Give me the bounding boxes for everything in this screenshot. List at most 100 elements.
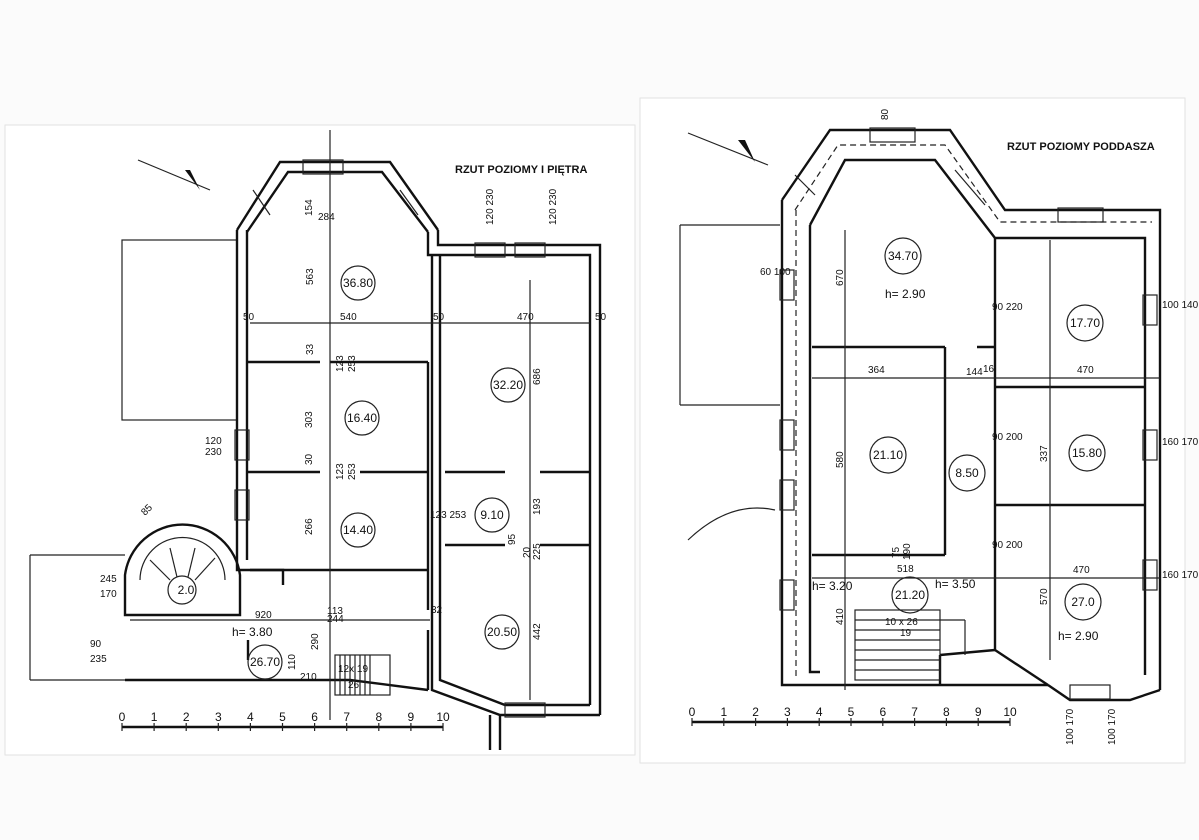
dimension-label: 337 (1039, 445, 1050, 462)
dimension-label: 32 (431, 605, 443, 616)
dimension-label: 290 (310, 633, 321, 650)
dimension-label: 95 (507, 533, 518, 545)
left-plan-title: RZUT POZIOMY I PIĘTRA (455, 164, 587, 176)
dimension-label: 253 (347, 355, 358, 372)
dimension-label: 26 (348, 680, 360, 691)
dimension-label: 100 170 (1107, 708, 1118, 745)
dimension-label: 50 (595, 312, 607, 323)
dimension-label: 570 (1039, 588, 1050, 605)
dimension-label: 113 (327, 606, 343, 617)
dimension-label: 19 (900, 628, 912, 639)
dimension-label: 266 (304, 518, 315, 535)
right-room-height-7: h= 2.90 (1058, 629, 1099, 643)
dimension-label: 580 (835, 451, 846, 468)
dimension-label: 60 100 (760, 267, 791, 278)
dimension-label: 10 x 26 (885, 617, 918, 628)
dimension-label: 210 (300, 672, 317, 683)
dimension-label: 160 170 (1162, 570, 1199, 581)
dimension-label: 30 (304, 453, 315, 465)
right-windows (779, 127, 1158, 700)
dimension-label: 123 (335, 463, 346, 480)
dimension-label: 100 140 (1162, 300, 1199, 311)
right-top-wall (781, 128, 1162, 690)
right-room-height-1: h= 2.90 (885, 287, 926, 301)
left-windows (234, 159, 546, 718)
dimension-label: 20 (522, 546, 533, 558)
dimension-label: 90 (90, 639, 102, 650)
dimension-label: 470 (1073, 565, 1090, 576)
dimension-label: 686 (532, 368, 543, 385)
scale-label: 1 (151, 710, 158, 724)
dimension-label: 123 (335, 355, 346, 372)
dimension-label: 33 (305, 343, 316, 355)
dimension-label: 540 (340, 312, 357, 323)
dimension-label: 245 (100, 574, 117, 585)
scale-label: 3 (784, 705, 791, 719)
left-bay-wall (235, 160, 439, 231)
scale-label: 7 (343, 710, 350, 724)
dimension-label: 190 (902, 543, 913, 560)
dimension-label: 50 (433, 312, 445, 323)
scale-label: 7 (911, 705, 918, 719)
left-room-area-6: 20.50 (487, 625, 517, 639)
scale-label: 0 (689, 705, 696, 719)
dimension-label: 160 170 (1162, 437, 1199, 448)
dimension-label: 920 (255, 610, 272, 621)
left-plan: RZUT POZIOMY I PIĘTRA (29, 130, 607, 750)
dimension-label: 670 (835, 269, 846, 286)
scale-label: 3 (215, 710, 222, 724)
dimension-label: 80 (880, 108, 891, 120)
spiral-staircase (123, 523, 242, 617)
scale-label: 2 (752, 705, 759, 719)
right-room-area-7: 27.0 (1071, 595, 1095, 609)
left-room-area-3: 14.40 (343, 523, 373, 537)
dimension-label: 90 200 (992, 432, 1023, 443)
left-east-wall (436, 230, 602, 715)
dimension-label: 410 (835, 608, 846, 625)
dimension-label: 253 (347, 463, 358, 480)
dimension-label: 244 (327, 614, 344, 625)
dimension-label: 16 (983, 364, 995, 375)
right-staircase (854, 609, 966, 681)
dimension-label: 90 200 (992, 540, 1023, 551)
left-height-label: h= 3.80 (232, 625, 273, 639)
north-arrow-right (687, 132, 769, 166)
scale-label: 9 (408, 710, 415, 724)
right-room-area-3: 21.10 (873, 448, 903, 462)
dimension-label: 12x 19 (338, 664, 368, 675)
dimension-label: 225 (532, 543, 543, 560)
dimension-label: 230 (205, 447, 222, 458)
left-room-area-4: 32.20 (493, 378, 523, 392)
right-height-label-2: h= 3.50 (935, 577, 976, 591)
dimension-label: 284 (318, 212, 335, 223)
left-room-area-8: 2.0 (178, 583, 195, 597)
dimension-label: 470 (1077, 365, 1094, 376)
left-room-area-5: 9.10 (480, 508, 504, 522)
scale-label: 1 (720, 705, 727, 719)
scale-label: 8 (375, 710, 382, 724)
dimension-label: 120 (205, 436, 222, 447)
dimension-label: 90 220 (992, 302, 1023, 313)
scale-label: 9 (975, 705, 982, 719)
right-room-area-6: 21.20 (895, 588, 925, 602)
left-room-area-2: 16.40 (347, 411, 377, 425)
scale-label: 6 (879, 705, 886, 719)
dimension-label: 100 170 (1065, 708, 1076, 745)
dimension-label: 120 230 (548, 188, 559, 225)
dimension-label: 193 (532, 498, 543, 515)
scale-label: 10 (436, 710, 450, 724)
right-room-area-5: 15.80 (1072, 446, 1102, 460)
north-arrow-left (137, 159, 211, 191)
dimension-label: 442 (532, 623, 543, 640)
scale-label: 5 (848, 705, 855, 719)
dimension-label: 235 (90, 654, 107, 665)
dimension-label: 470 (517, 312, 534, 323)
right-west-wall (780, 200, 1048, 687)
scale-label: 4 (247, 710, 254, 724)
dimension-label: 50 (243, 312, 255, 323)
